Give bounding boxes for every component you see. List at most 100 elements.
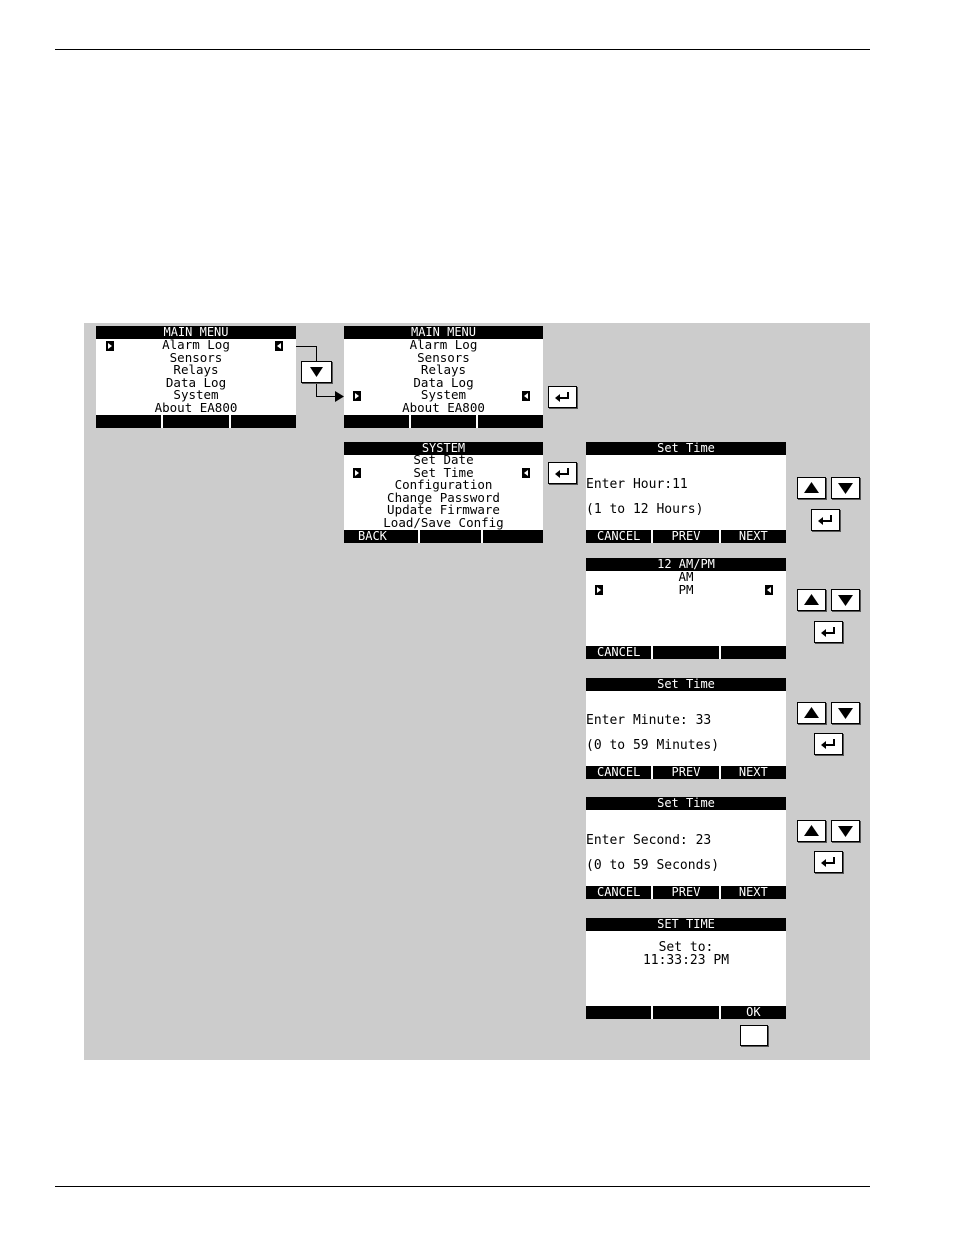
softkey-next[interactable]: NEXT	[738, 885, 768, 899]
softkey-bar: CANCEL PREV NEXT	[586, 766, 786, 779]
cursor-right-icon	[353, 391, 361, 401]
lcd-set-time-confirm: SET TIME Set to: 11:33:23 PM OK	[586, 918, 786, 1019]
menu-item: Change Password	[387, 489, 500, 505]
softkey-1[interactable]	[586, 1006, 654, 1019]
enter-icon	[555, 468, 569, 478]
softkey-prev[interactable]: PREV	[653, 886, 721, 899]
softkey-prev[interactable]: PREV	[653, 766, 721, 779]
softkey-bar	[344, 415, 543, 428]
softkey-2[interactable]	[411, 415, 478, 428]
softkey-cancel[interactable]: CANCEL	[586, 530, 654, 543]
up-key[interactable]	[797, 477, 826, 499]
confirm-label: Set to:	[658, 940, 714, 955]
hour-range: (1 to 12 Hours)	[586, 502, 704, 517]
menu-item: Alarm Log	[162, 337, 230, 352]
softkey-back[interactable]: BACK	[344, 530, 421, 543]
up-arrow-icon	[804, 594, 819, 605]
softkey-3[interactable]	[483, 530, 543, 543]
minute-entry: Enter Minute: 33	[586, 713, 712, 728]
ok-softkey-button[interactable]	[740, 1025, 768, 1046]
second-range: (0 to 59 Seconds)	[586, 858, 720, 873]
cursor-left-icon	[275, 341, 283, 351]
menu-item: Sensors	[417, 349, 470, 365]
bottom-rule	[55, 1186, 870, 1187]
screen-title: MAIN MENU	[96, 326, 296, 339]
softkey-2[interactable]	[653, 646, 721, 659]
menu-item: Relays	[173, 362, 219, 378]
enter-icon	[818, 515, 832, 525]
softkey-1[interactable]	[96, 415, 164, 428]
screen-title: Set Time	[586, 678, 786, 691]
up-key[interactable]	[797, 589, 826, 611]
enter-key[interactable]	[814, 733, 843, 755]
softkey-next[interactable]: NEXT	[738, 765, 768, 779]
menu-item: Set Date	[413, 452, 474, 467]
minute-range: (0 to 59 Minutes)	[586, 738, 720, 753]
cursor-left-icon	[522, 391, 530, 401]
enter-key[interactable]	[814, 851, 843, 873]
softkey-2[interactable]	[653, 1006, 721, 1019]
enter-icon	[821, 627, 835, 637]
down-key[interactable]	[831, 477, 860, 499]
up-key[interactable]	[797, 702, 826, 724]
option-pm: PM	[678, 581, 694, 597]
menu-item: Data Log	[413, 374, 474, 390]
lcd-main-menu-1: MAIN MENU Alarm Log Sensors Relays Data …	[96, 326, 296, 428]
confirm-time: 11:33:23 PM	[642, 953, 730, 968]
lcd-set-minute: Set Time Enter Minute: 33 (0 to 59 Minut…	[586, 678, 786, 779]
softkey-cancel[interactable]: CANCEL	[586, 766, 654, 779]
menu-item: Update Firmware	[387, 502, 500, 518]
softkey-prev[interactable]: PREV	[653, 530, 721, 543]
enter-key[interactable]	[814, 621, 843, 643]
menu-item: Data Log	[165, 374, 227, 390]
up-arrow-icon	[804, 825, 819, 836]
top-rule	[55, 49, 870, 50]
softkey-ok[interactable]: OK	[746, 1005, 761, 1019]
enter-icon	[555, 392, 569, 402]
down-arrow-icon	[838, 826, 853, 837]
softkey-1[interactable]	[344, 415, 411, 428]
cursor-right-icon	[595, 585, 603, 595]
screen-title: Set Time	[586, 442, 786, 455]
softkey-2[interactable]	[420, 530, 483, 543]
down-arrow-icon	[838, 483, 853, 494]
menu-item: Relays	[420, 362, 467, 378]
connector-line	[316, 396, 338, 397]
softkey-3[interactable]	[478, 415, 543, 428]
lcd-set-hour: Set Time Enter Hour:11 (1 to 12 Hours) C…	[586, 442, 786, 543]
softkey-cancel[interactable]: CANCEL	[586, 646, 654, 659]
down-key[interactable]	[831, 820, 860, 842]
cursor-right-icon	[106, 341, 114, 351]
second-entry: Enter Second: 23	[586, 833, 712, 848]
softkey-3[interactable]	[231, 415, 296, 428]
lcd-system-menu: SYSTEM Set Date Set Time Configuration C…	[344, 442, 543, 543]
cursor-left-icon	[765, 585, 773, 595]
softkey-cancel[interactable]: CANCEL	[586, 886, 654, 899]
softkey-3[interactable]	[721, 646, 786, 659]
lcd-ampm: 12 AM/PM AM PM CANCEL	[586, 558, 786, 659]
lcd-main-menu-2: MAIN MENU Alarm Log Sensors Relays Data …	[344, 326, 543, 428]
softkey-next[interactable]: NEXT	[738, 529, 768, 543]
menu-item: Load/Save Config	[383, 515, 504, 530]
connector-line	[296, 346, 316, 347]
hour-entry: Enter Hour:11	[586, 477, 688, 492]
enter-icon	[821, 857, 835, 867]
screen-title: Set Time	[586, 797, 786, 810]
down-arrow-icon	[838, 595, 853, 606]
up-key[interactable]	[797, 820, 826, 842]
enter-key[interactable]	[548, 386, 577, 408]
down-key[interactable]	[831, 589, 860, 611]
softkey-bar: CANCEL PREV NEXT	[586, 886, 786, 899]
enter-key[interactable]	[811, 509, 840, 531]
softkey-bar: OK	[586, 1006, 786, 1019]
menu-item: Configuration	[394, 477, 493, 493]
screen-title: SYSTEM	[344, 442, 543, 455]
screen-title: MAIN MENU	[344, 326, 543, 339]
softkey-2[interactable]	[163, 415, 231, 428]
enter-key[interactable]	[548, 462, 577, 484]
menu-item: System	[420, 387, 467, 403]
down-arrow-icon	[310, 367, 323, 377]
menu-item: Set Time	[413, 464, 474, 480]
down-key[interactable]	[831, 702, 860, 724]
down-key[interactable]	[301, 361, 332, 383]
